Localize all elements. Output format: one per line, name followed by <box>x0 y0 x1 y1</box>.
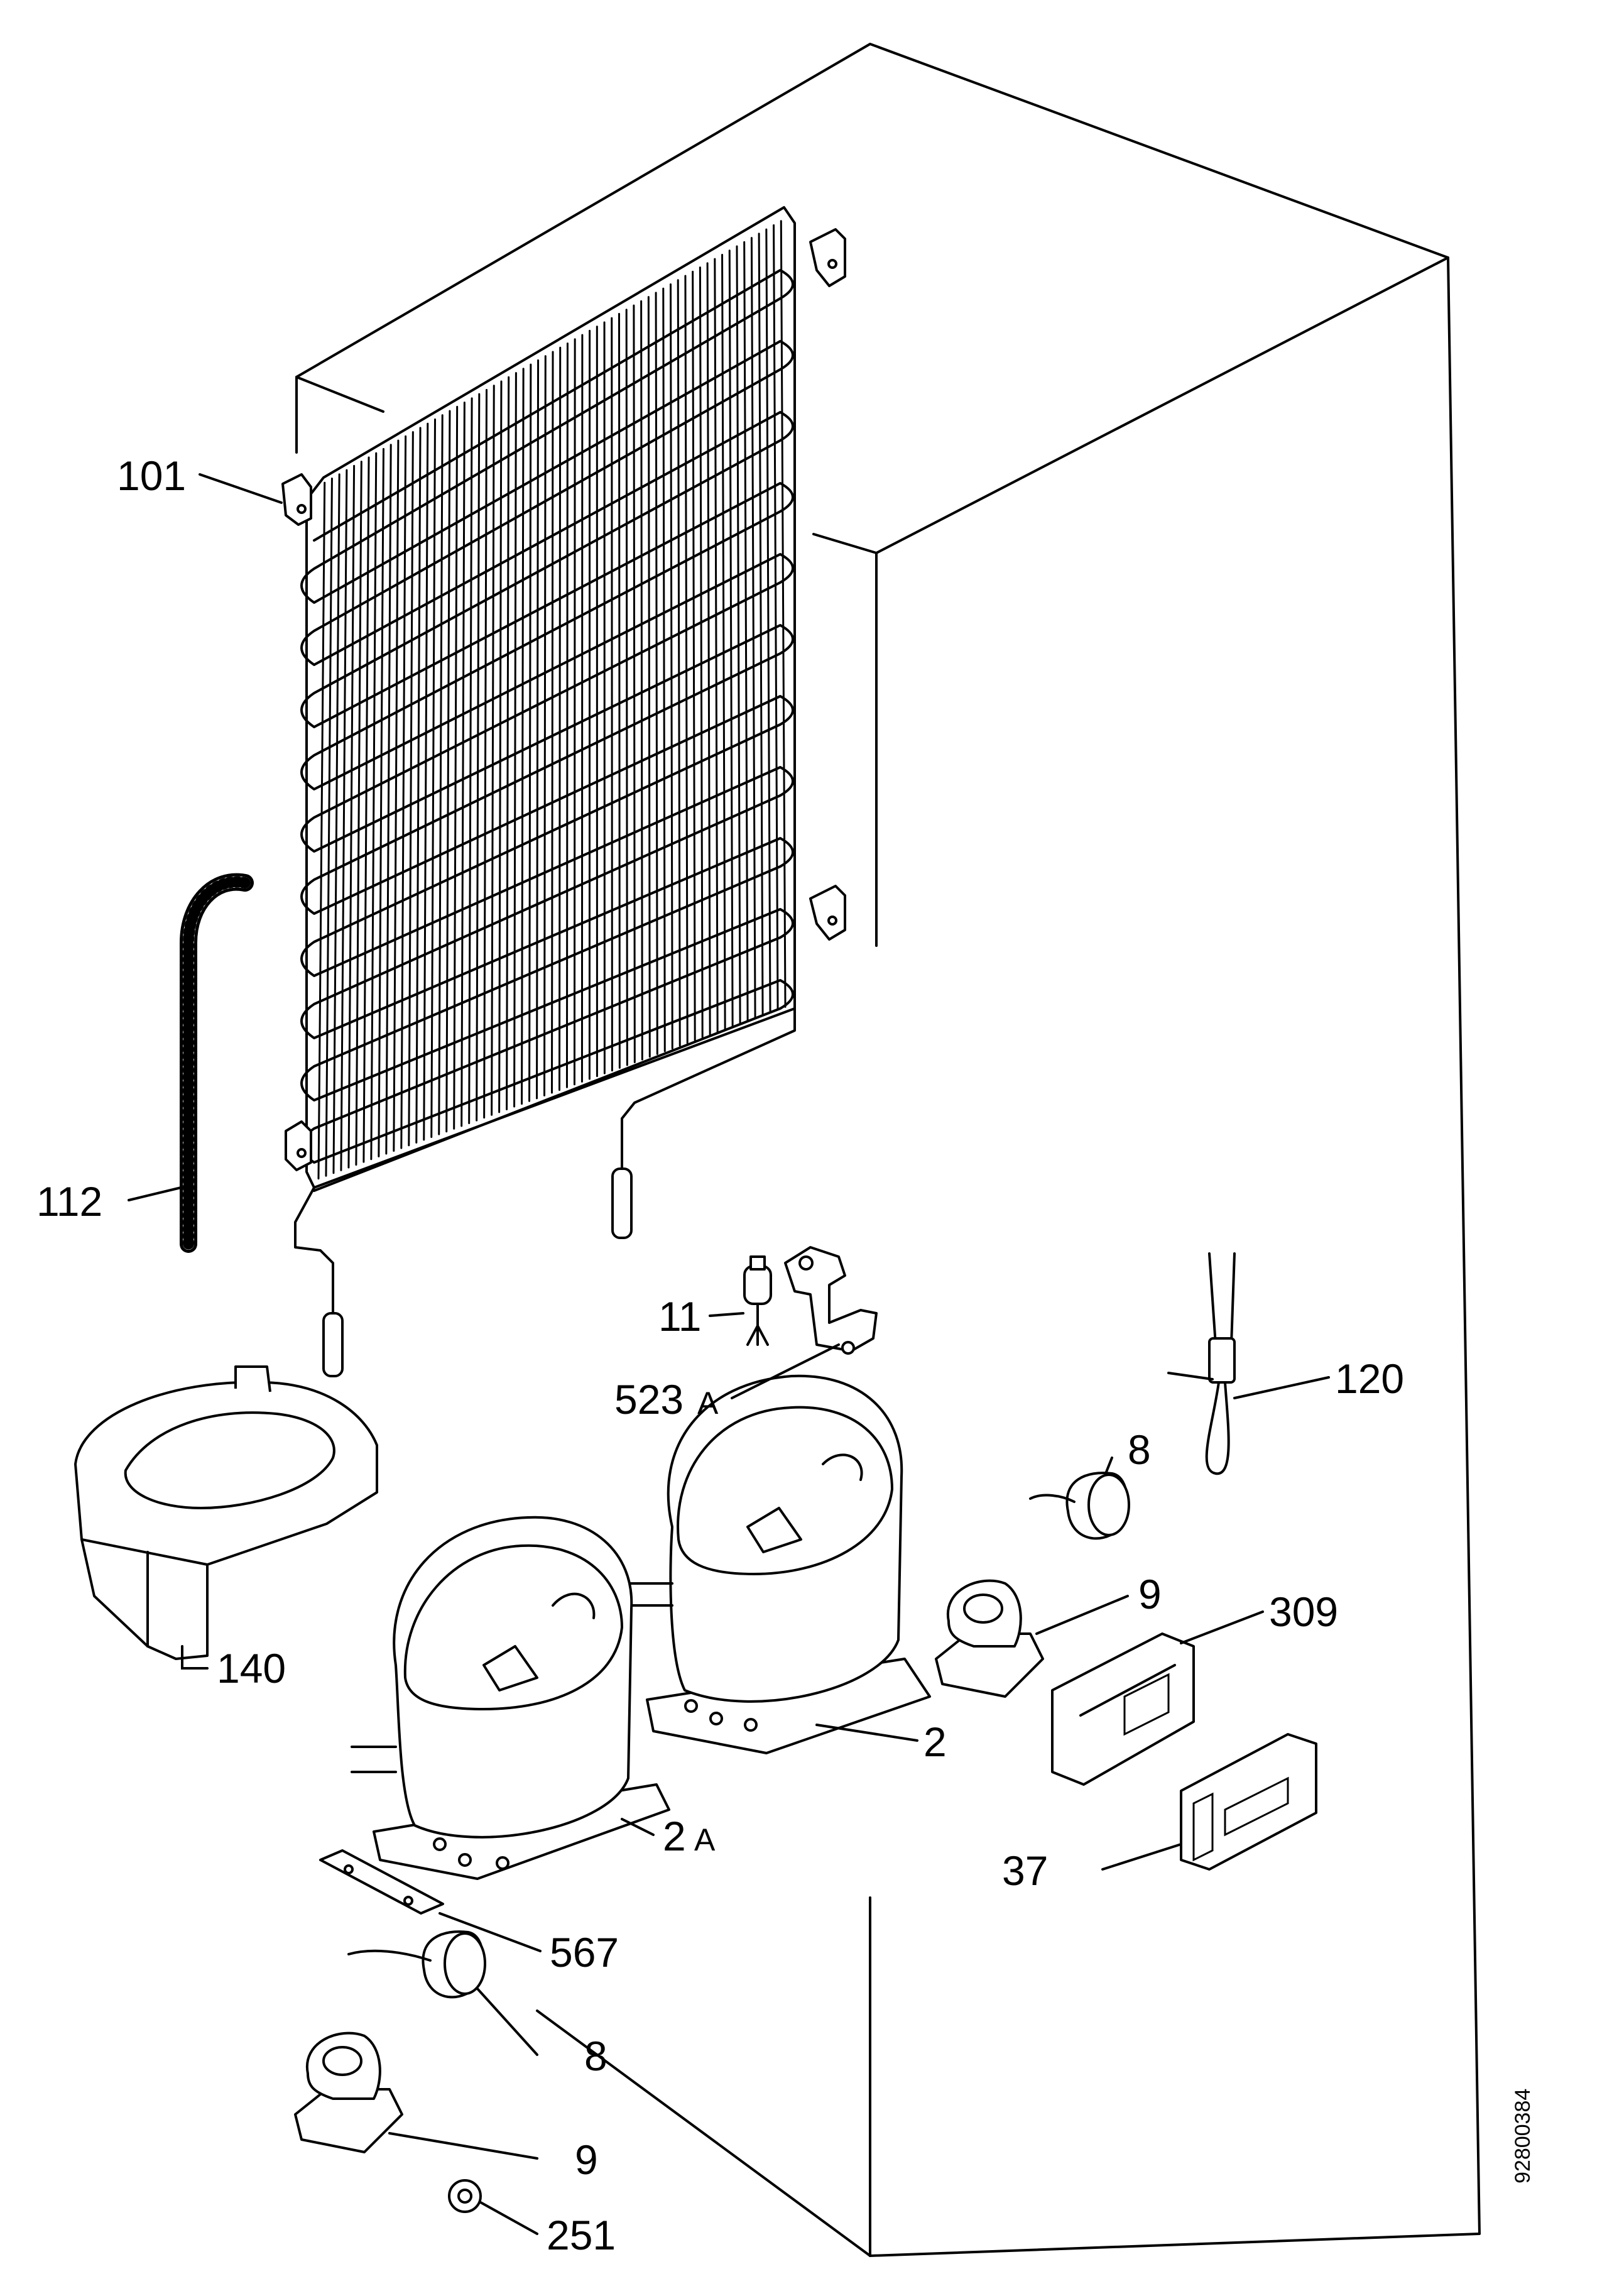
condenser-tube <box>300 269 794 1192</box>
drain-hose <box>180 873 254 1253</box>
condenser-wire <box>460 402 466 1127</box>
condenser-bracket <box>281 228 846 1171</box>
control-module-309 <box>1051 1632 1195 1786</box>
condenser-wire <box>714 258 719 1033</box>
condenser-wire <box>453 405 459 1130</box>
condenser-wire <box>513 372 517 1108</box>
callout-523: 523 <box>614 1376 684 1423</box>
condenser-wire <box>430 418 436 1138</box>
condenser-wire <box>491 385 495 1116</box>
start-relay-bottom <box>347 1930 486 1999</box>
leader-lines <box>128 473 1330 2235</box>
condenser-wire <box>699 266 704 1039</box>
condenser-wire <box>528 363 532 1102</box>
condenser-wire <box>625 309 628 1066</box>
condenser-coil <box>281 206 846 1377</box>
callout-101: 101 <box>117 452 186 499</box>
valve-bracket <box>784 1246 878 1355</box>
callout-labels: 101 112 11 523 A 120 8 9 309 140 2 2 A 3… <box>36 452 1404 2258</box>
condenser-wire <box>325 478 333 1177</box>
condenser-wire <box>445 410 451 1133</box>
callout-140: 140 <box>217 1645 286 1692</box>
overload-protector-bottom <box>294 2031 403 2153</box>
condenser-wire <box>423 422 429 1141</box>
condenser-wire <box>543 355 547 1096</box>
overload-protector-top <box>935 1579 1044 1698</box>
condenser-wire <box>706 262 711 1036</box>
condenser-wire <box>558 346 562 1091</box>
condenser-wire <box>378 448 384 1157</box>
condenser-wire <box>684 275 689 1044</box>
condenser-wire <box>536 359 540 1100</box>
callout-2a-suffix: A <box>694 1822 716 1857</box>
condenser-wire <box>736 245 741 1025</box>
condenser-wire <box>743 241 749 1022</box>
condenser-wire <box>647 296 651 1058</box>
callout-309: 309 <box>1269 1588 1338 1635</box>
condenser-wire <box>551 351 554 1094</box>
condenser-wire <box>506 376 510 1110</box>
condenser-wire <box>640 300 643 1061</box>
condenser-wire <box>758 232 764 1017</box>
start-relay-top <box>1029 1472 1130 1540</box>
condenser-wire <box>438 414 444 1135</box>
condenser-wire <box>780 220 787 1008</box>
document-number: 92800384 <box>1511 2089 1535 2184</box>
callout-251: 251 <box>547 2212 616 2258</box>
drip-tray <box>74 1365 378 1660</box>
condenser-wire <box>370 452 378 1161</box>
cabinet-outline <box>295 43 1481 2257</box>
condenser-wire <box>332 473 340 1174</box>
callout-11: 11 <box>658 1293 702 1340</box>
condenser-wire <box>476 393 481 1122</box>
callout-112: 112 <box>36 1178 102 1225</box>
condenser-wire <box>393 439 400 1152</box>
condenser-wire <box>521 368 525 1105</box>
callout-523-suffix: A <box>697 1386 719 1421</box>
condenser-wire <box>750 237 756 1019</box>
condenser-wire <box>347 464 356 1169</box>
condenser-wire <box>415 427 422 1144</box>
condenser-wire <box>355 461 362 1166</box>
condenser-wire <box>340 469 348 1171</box>
callout-37: 37 <box>1002 1847 1048 1894</box>
condenser-wire <box>655 292 658 1055</box>
condenser-wire <box>670 283 673 1049</box>
temperature-sensor <box>1167 1252 1236 1475</box>
condenser-wire <box>408 431 414 1147</box>
condenser-wire <box>633 304 636 1064</box>
callout-8-bottom: 8 <box>584 2033 607 2079</box>
callout-120: 120 <box>1335 1355 1404 1402</box>
compressor-2a <box>351 1516 670 1880</box>
condenser-wire <box>773 224 779 1011</box>
condenser-wire <box>573 338 576 1086</box>
callout-2: 2 <box>923 1719 947 1765</box>
compressor-2 <box>627 1374 931 1754</box>
callout-9-top: 9 <box>1138 1571 1162 1617</box>
callout-9-bottom: 9 <box>575 2136 598 2183</box>
condenser-wire <box>721 253 726 1030</box>
dryer-valve <box>743 1255 772 1346</box>
condenser-wire <box>483 388 488 1119</box>
condenser-wire <box>692 270 696 1041</box>
callout-8-top: 8 <box>1128 1426 1151 1473</box>
condenser-wire <box>362 456 370 1163</box>
condenser-wire <box>400 435 407 1149</box>
condenser-wire <box>662 287 666 1052</box>
condenser-wire <box>468 397 473 1124</box>
condenser-wire <box>611 317 613 1072</box>
control-module-37 <box>1180 1733 1317 1871</box>
condenser-wire <box>385 444 392 1155</box>
condenser-wire <box>498 380 503 1113</box>
callout-2a: 2 <box>663 1813 686 1859</box>
callout-567: 567 <box>550 1929 619 1976</box>
condenser-wire <box>317 481 326 1180</box>
nut <box>448 2179 482 2213</box>
condenser-wire <box>728 249 734 1027</box>
mounting-plate <box>319 1849 444 1915</box>
condenser-wire <box>677 279 681 1047</box>
condenser-wire <box>765 228 771 1014</box>
